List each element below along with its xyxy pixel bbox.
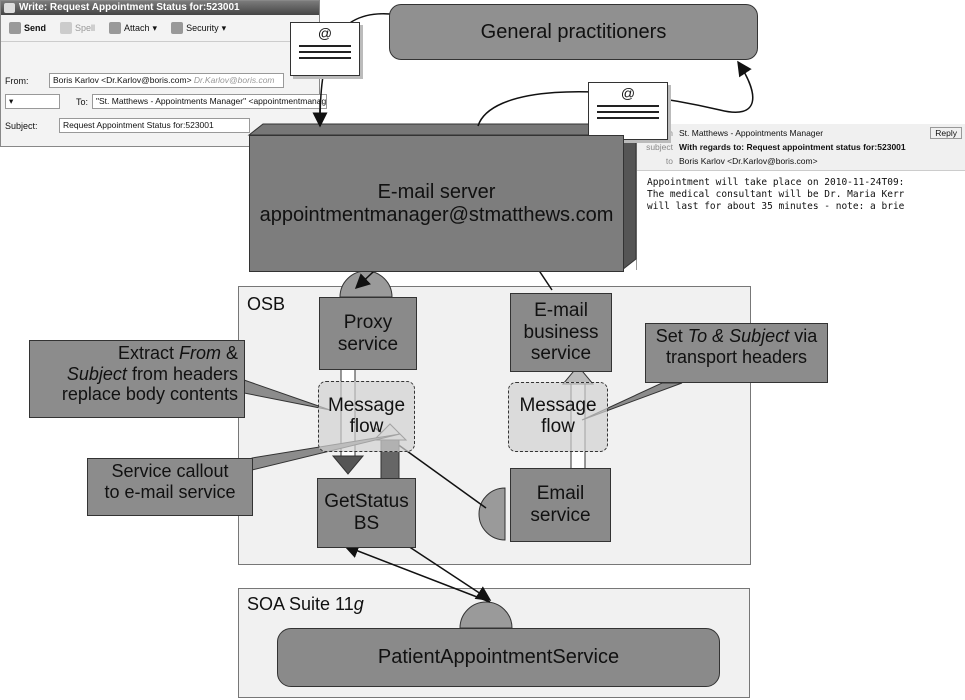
paperclip-icon [109, 22, 122, 34]
subject-row: Subject: Request Appointment Status for:… [5, 118, 250, 133]
send-icon [9, 22, 21, 34]
compose-titlebar: Write: Request Appointment Status for:52… [1, 1, 319, 15]
to-label: To: [75, 96, 88, 107]
to-row: ▾ To: "St. Matthews - Appointments Manag… [5, 94, 327, 109]
lock-icon [171, 22, 184, 34]
to-type-select[interactable]: ▾ [5, 94, 60, 109]
spell-button[interactable]: Spell [60, 22, 95, 34]
reply-header: fromSt. Matthews - Appointments ManagerR… [637, 124, 965, 171]
attach-button[interactable]: Attach ▾ [109, 22, 157, 34]
envelope-icon: @ [290, 22, 360, 76]
server-3d-top [247, 123, 638, 136]
general-practitioners-box: General practitioners [389, 4, 758, 60]
to-field[interactable]: "St. Matthews - Appointments Manager" <a… [92, 94, 327, 109]
from-row: From: Boris Karlov <Dr.Karlov@boris.com>… [5, 73, 284, 88]
reply-body: Appointment will take place on 2010-11-2… [647, 177, 905, 212]
subject-label: Subject: [5, 120, 38, 131]
reply-button[interactable]: Reply [930, 127, 962, 139]
security-button[interactable]: Security ▾ [171, 22, 226, 34]
soa-service-port [459, 601, 513, 629]
soa-suite-label: SOA Suite 11g [247, 594, 364, 614]
from-field[interactable]: Boris Karlov <Dr.Karlov@boris.com> Dr.Ka… [49, 73, 284, 88]
email-service-port [478, 487, 506, 541]
spell-icon [60, 22, 73, 34]
send-button[interactable]: Send [9, 22, 46, 34]
reply-to: Boris Karlov <Dr.Karlov@boris.com> [679, 156, 818, 166]
extract-headers-callout: Extract From & Subject from headers repl… [29, 340, 245, 418]
reply-window: fromSt. Matthews - Appointments ManagerR… [636, 124, 965, 270]
subject-field[interactable]: Request Appointment Status for:523001 [59, 118, 250, 133]
reply-subject: With regards to: Request appointment sta… [679, 142, 906, 152]
server-3d-side [621, 122, 637, 272]
patient-appointment-service-box: PatientAppointmentService [277, 628, 720, 687]
envelope-icon: @ [588, 82, 668, 140]
from-label: From: [5, 75, 29, 86]
set-headers-callout: Set To & Subject via transport headers [645, 323, 828, 383]
reply-from: St. Matthews - Appointments Manager [679, 128, 824, 138]
proxy-port [339, 270, 393, 298]
compose-app-icon [4, 3, 15, 13]
compose-toolbar: Send Spell Attach ▾ Security ▾ [1, 15, 319, 42]
email-server-box: E-mail server appointmentmanager@stmatth… [249, 135, 624, 272]
service-callout-callout: Service callout to e-mail service [87, 458, 253, 516]
compose-window: Write: Request Appointment Status for:52… [0, 0, 327, 147]
compose-title: Write: Request Appointment Status for:52… [19, 2, 240, 13]
osb-label: OSB [247, 294, 286, 314]
